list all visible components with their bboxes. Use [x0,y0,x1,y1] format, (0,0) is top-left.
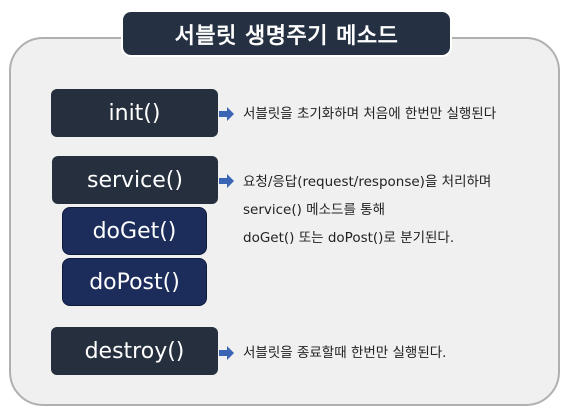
service-description-line-2: service() 메소드를 통해 [243,202,385,218]
service-description-line-1: 요청/응답(request/response)을 처리하며 [243,174,492,190]
service-description-line-3: doGet() 또는 doPost()로 분기된다. [243,230,455,246]
doget-method-box: doGet() [62,207,207,255]
init-method-box: init() [51,89,218,137]
init-description: 서블릿을 초기화하며 처음에 한번만 실행된다 [243,106,497,122]
arrow-right-icon [219,107,234,121]
arrow-right-icon [219,346,234,360]
destroy-description: 서블릿을 종료할때 한번만 실행된다. [243,345,447,361]
service-method-box: service() [52,156,218,204]
diagram-title: 서블릿 생명주기 메소드 [121,10,452,57]
arrow-right-icon [219,174,234,188]
destroy-method-box: destroy() [51,327,218,375]
dopost-method-box: doPost() [62,258,207,306]
